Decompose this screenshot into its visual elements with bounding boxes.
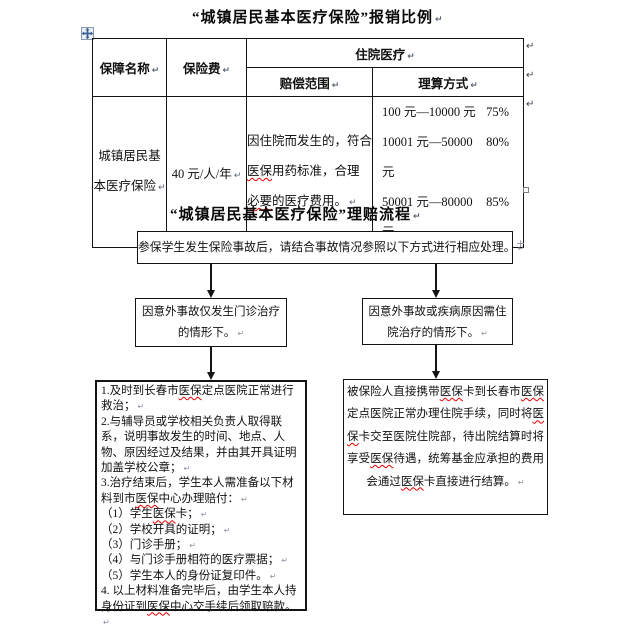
- cell-premium: 40 元/人/年: [166, 96, 247, 248]
- rate-row: 100 元—10000 元 75%: [374, 98, 523, 128]
- detail-left-item: （1）学生医保卡；: [101, 507, 301, 522]
- detail-left-item: 3.治疗结束后，学生本人需准备以下材料到市医保中心办理赔付：: [101, 476, 301, 507]
- detail-left-item: （2）学校开具的证明；: [101, 523, 301, 538]
- detail-left-item: （5）学生本人的身份证复印件。: [101, 569, 301, 584]
- arrow-down-icon: [207, 290, 215, 298]
- paragraph-mark: ↵: [526, 99, 535, 110]
- header-method: 理算方式: [372, 67, 524, 97]
- detail-left-item: 2.与辅导员或学校相关负责人取得联系，说明事故发生的时间、地点、人物、原因经过及…: [101, 415, 301, 477]
- connector-line: [435, 345, 437, 371]
- rate-pct: 85%: [486, 195, 509, 209]
- detail-left-item: （4）与门诊手册相符的医疗票据；: [101, 553, 301, 568]
- flow-branch-right-box: 因意外事故或疾病原因需住院治疗的情形下。: [362, 298, 513, 345]
- header-premium: 保险费: [166, 38, 247, 97]
- flow-branch-left-box: 因意外事故仅发生门诊治疗的情形下。: [135, 298, 287, 347]
- rate-range: 100 元—10000 元: [382, 105, 476, 119]
- arrow-down-icon: [432, 290, 440, 298]
- rate-pct: 80%: [486, 135, 509, 149]
- detail-left-item: （3）门诊手册；: [101, 538, 301, 553]
- connector-line: [210, 347, 212, 373]
- flow-detail-left-box: 1.及时到长春市医保定点医院正常进行救治；2.与辅导员或学校相关负责人取得联系，…: [95, 380, 307, 613]
- rate-range: 10001 元—50000 元: [382, 135, 473, 179]
- cell-rates: 100 元—10000 元 75% 10001 元—50000 元 80% 50…: [372, 96, 524, 248]
- cell-insurance-name: 城镇居民基本医疗保险: [92, 96, 167, 248]
- paragraph-mark: ↵: [526, 41, 535, 52]
- detail-left-list: 1.及时到长春市医保定点医院正常进行救治；2.与辅导员或学校相关负责人取得联系，…: [101, 384, 301, 631]
- header-hospitalization: 住院医疗: [246, 38, 524, 68]
- arrow-down-icon: [432, 371, 440, 379]
- header-name: 保障名称: [92, 38, 167, 97]
- table-move-handle-icon[interactable]: [81, 27, 94, 40]
- claims-title: “城镇居民基本医疗保险”理赔流程: [170, 203, 422, 224]
- cell-scope: 因住院而发生的，符合医保用药标准，合理必要的医疗费用。: [246, 96, 373, 248]
- connector-line: [210, 264, 212, 291]
- rate-pct: 75%: [486, 105, 509, 119]
- flow-detail-right-box: 被保险人直接携带医保卡到长春市医保定点医院正常办理住院手续，同时将医保卡交至医院…: [343, 379, 548, 515]
- header-scope: 赔偿范围: [246, 67, 373, 97]
- paragraph-mark: ↵: [526, 70, 535, 81]
- flow-start-box: 参保学生发生保险事故后，请结合事故情况参照以下方式进行相应处理。: [137, 231, 516, 264]
- reimbursement-title: “城镇居民基本医疗保险”报销比例: [192, 6, 444, 27]
- move-cross-icon: [81, 27, 94, 40]
- table-resize-handle[interactable]: [523, 187, 529, 193]
- detail-left-item: 4. 以上材料准备完毕后，由学生本人持身份证到医保中心交手续后领取赔款。: [101, 584, 301, 630]
- anchor-mark: +: [516, 237, 526, 250]
- rate-list: 100 元—10000 元 75% 10001 元—50000 元 80% 50…: [374, 98, 523, 247]
- connector-line: [435, 264, 437, 291]
- detail-left-item: 1.及时到长春市医保定点医院正常进行救治；: [101, 384, 301, 415]
- rate-row: 10001 元—50000 元 80%: [374, 127, 523, 187]
- arrow-down-icon: [207, 372, 215, 380]
